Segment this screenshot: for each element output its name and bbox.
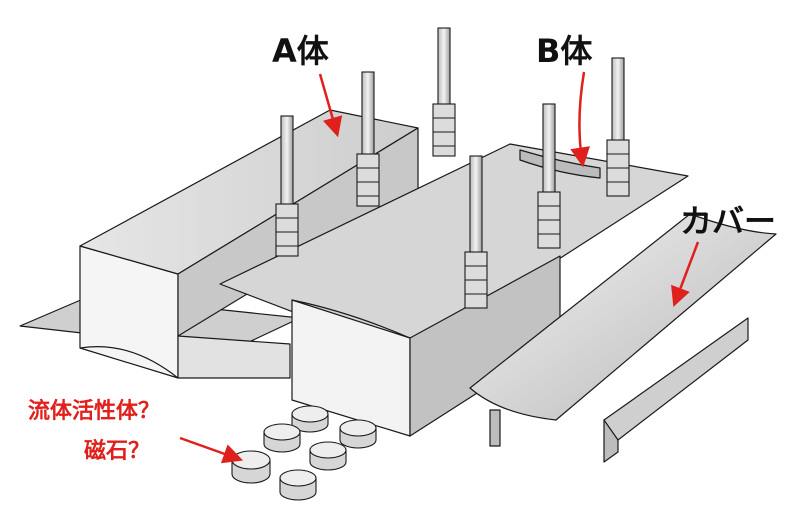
rod-2 (356, 71, 380, 207)
label-fluid-line2: 磁石？ (84, 438, 150, 464)
rod-6 (606, 57, 630, 197)
rod-3 (432, 27, 456, 157)
label-fluid-line1: 流体活性体？ (28, 398, 160, 424)
discs (231, 405, 377, 501)
arrow-body-b (570, 71, 591, 168)
disc (263, 423, 301, 453)
rods (275, 27, 630, 309)
disc (291, 405, 329, 433)
label-body-a: A体 (272, 32, 329, 70)
arrow-fluid (179, 436, 244, 464)
rod-1 (275, 115, 299, 257)
label-cover: カバー (680, 202, 776, 240)
arrow-cover (671, 241, 700, 308)
label-body-b: B体 (536, 32, 592, 70)
disc (309, 441, 347, 471)
disc (339, 419, 377, 449)
annotations: A体 B体 カバー 流体活性体？ 磁石？ (28, 32, 776, 464)
arrow-body-a (318, 73, 343, 138)
rod-5 (537, 103, 561, 249)
body-center (219, 143, 689, 437)
rod-4 (464, 155, 488, 309)
cover (469, 213, 777, 463)
disc (231, 450, 271, 484)
disc (279, 469, 317, 501)
